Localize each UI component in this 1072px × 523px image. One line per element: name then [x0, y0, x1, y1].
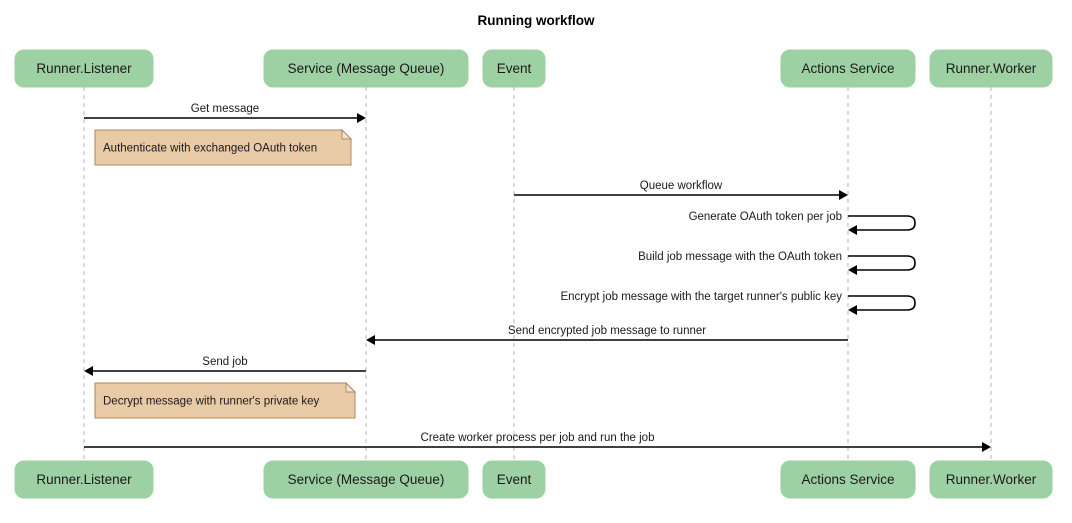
- message-m8[interactable]: Create worker process per job and run th…: [84, 432, 991, 452]
- participant-event-top[interactable]: Event: [482, 49, 546, 88]
- participant-label: Event: [497, 61, 532, 76]
- self-loop-path: [848, 255, 916, 271]
- participant-box: [14, 460, 154, 499]
- page-title: Running workflow: [478, 13, 595, 28]
- participant-box: [929, 49, 1053, 88]
- participant-box: [780, 49, 916, 88]
- participant-label: Runner.Listener: [36, 61, 132, 76]
- message-m6[interactable]: Send encrypted job message to runner: [366, 325, 848, 345]
- arrow-head: [848, 265, 857, 275]
- participant-box: [929, 460, 1053, 499]
- participant-label: Service (Message Queue): [288, 61, 445, 76]
- message-label: Get message: [191, 103, 259, 115]
- self-loop-path: [848, 215, 916, 231]
- participant-box: [14, 49, 154, 88]
- note-body: [94, 382, 356, 419]
- arrow-head: [84, 366, 93, 376]
- arrow-head: [366, 335, 375, 345]
- participant-runner-listener-bottom[interactable]: Runner.Listener: [14, 460, 154, 499]
- participant-box: [482, 460, 546, 499]
- participant-box: [263, 49, 469, 88]
- message-m3[interactable]: Generate OAuth token per job: [689, 211, 916, 235]
- note-label: Authenticate with exchanged OAuth token: [103, 143, 317, 155]
- note-label: Decrypt message with runner's private ke…: [103, 396, 320, 408]
- participant-box: [263, 460, 469, 499]
- arrow-head: [839, 190, 848, 200]
- participant-service-mq-bottom[interactable]: Service (Message Queue): [263, 460, 469, 499]
- note-n2: Decrypt message with runner's private ke…: [94, 381, 357, 419]
- participant-service-mq-top[interactable]: Service (Message Queue): [263, 49, 469, 88]
- participant-label: Runner.Worker: [946, 472, 1037, 487]
- participant-label: Event: [497, 472, 532, 487]
- message-m1[interactable]: Get message: [84, 103, 366, 123]
- message-m7[interactable]: Send job: [84, 356, 366, 376]
- participant-box: [780, 460, 916, 499]
- participant-event-bottom[interactable]: Event: [482, 460, 546, 499]
- message-m2[interactable]: Queue workflow: [514, 180, 848, 200]
- lifelines-layer: [83, 87, 992, 461]
- participant-label: Actions Service: [801, 61, 894, 76]
- participant-runner-worker-top[interactable]: Runner.Worker: [929, 49, 1053, 88]
- participant-label: Service (Message Queue): [288, 472, 445, 487]
- arrow-head: [848, 225, 857, 235]
- message-label: Send encrypted job message to runner: [508, 325, 706, 337]
- message-m5[interactable]: Encrypt job message with the target runn…: [560, 291, 916, 315]
- participant-label: Runner.Listener: [36, 472, 132, 487]
- arrow-head: [848, 305, 857, 315]
- participant-actions-service-bottom[interactable]: Actions Service: [780, 460, 916, 499]
- note-n1: Authenticate with exchanged OAuth token: [94, 128, 353, 166]
- note-fold-corner: [341, 128, 353, 140]
- message-label: Generate OAuth token per job: [689, 211, 842, 223]
- message-label: Build job message with the OAuth token: [638, 251, 842, 263]
- arrow-head: [357, 113, 366, 123]
- self-loop-path: [848, 295, 916, 311]
- message-label: Send job: [202, 356, 247, 368]
- notes-layer: Authenticate with exchanged OAuth tokenD…: [94, 128, 357, 419]
- arrow-head: [982, 442, 991, 452]
- message-label: Queue workflow: [640, 180, 723, 192]
- message-label: Encrypt job message with the target runn…: [560, 291, 842, 303]
- note-fold-corner: [345, 381, 357, 393]
- participant-runner-listener-top[interactable]: Runner.Listener: [14, 49, 154, 88]
- message-m4[interactable]: Build job message with the OAuth token: [638, 251, 916, 275]
- participant-actions-service-top[interactable]: Actions Service: [780, 49, 916, 88]
- participant-box: [482, 49, 546, 88]
- message-label: Create worker process per job and run th…: [421, 432, 655, 444]
- participant-label: Actions Service: [801, 472, 894, 487]
- participant-label: Runner.Worker: [946, 61, 1037, 76]
- participant-runner-worker-bottom[interactable]: Runner.Worker: [929, 460, 1053, 499]
- note-body: [94, 129, 352, 166]
